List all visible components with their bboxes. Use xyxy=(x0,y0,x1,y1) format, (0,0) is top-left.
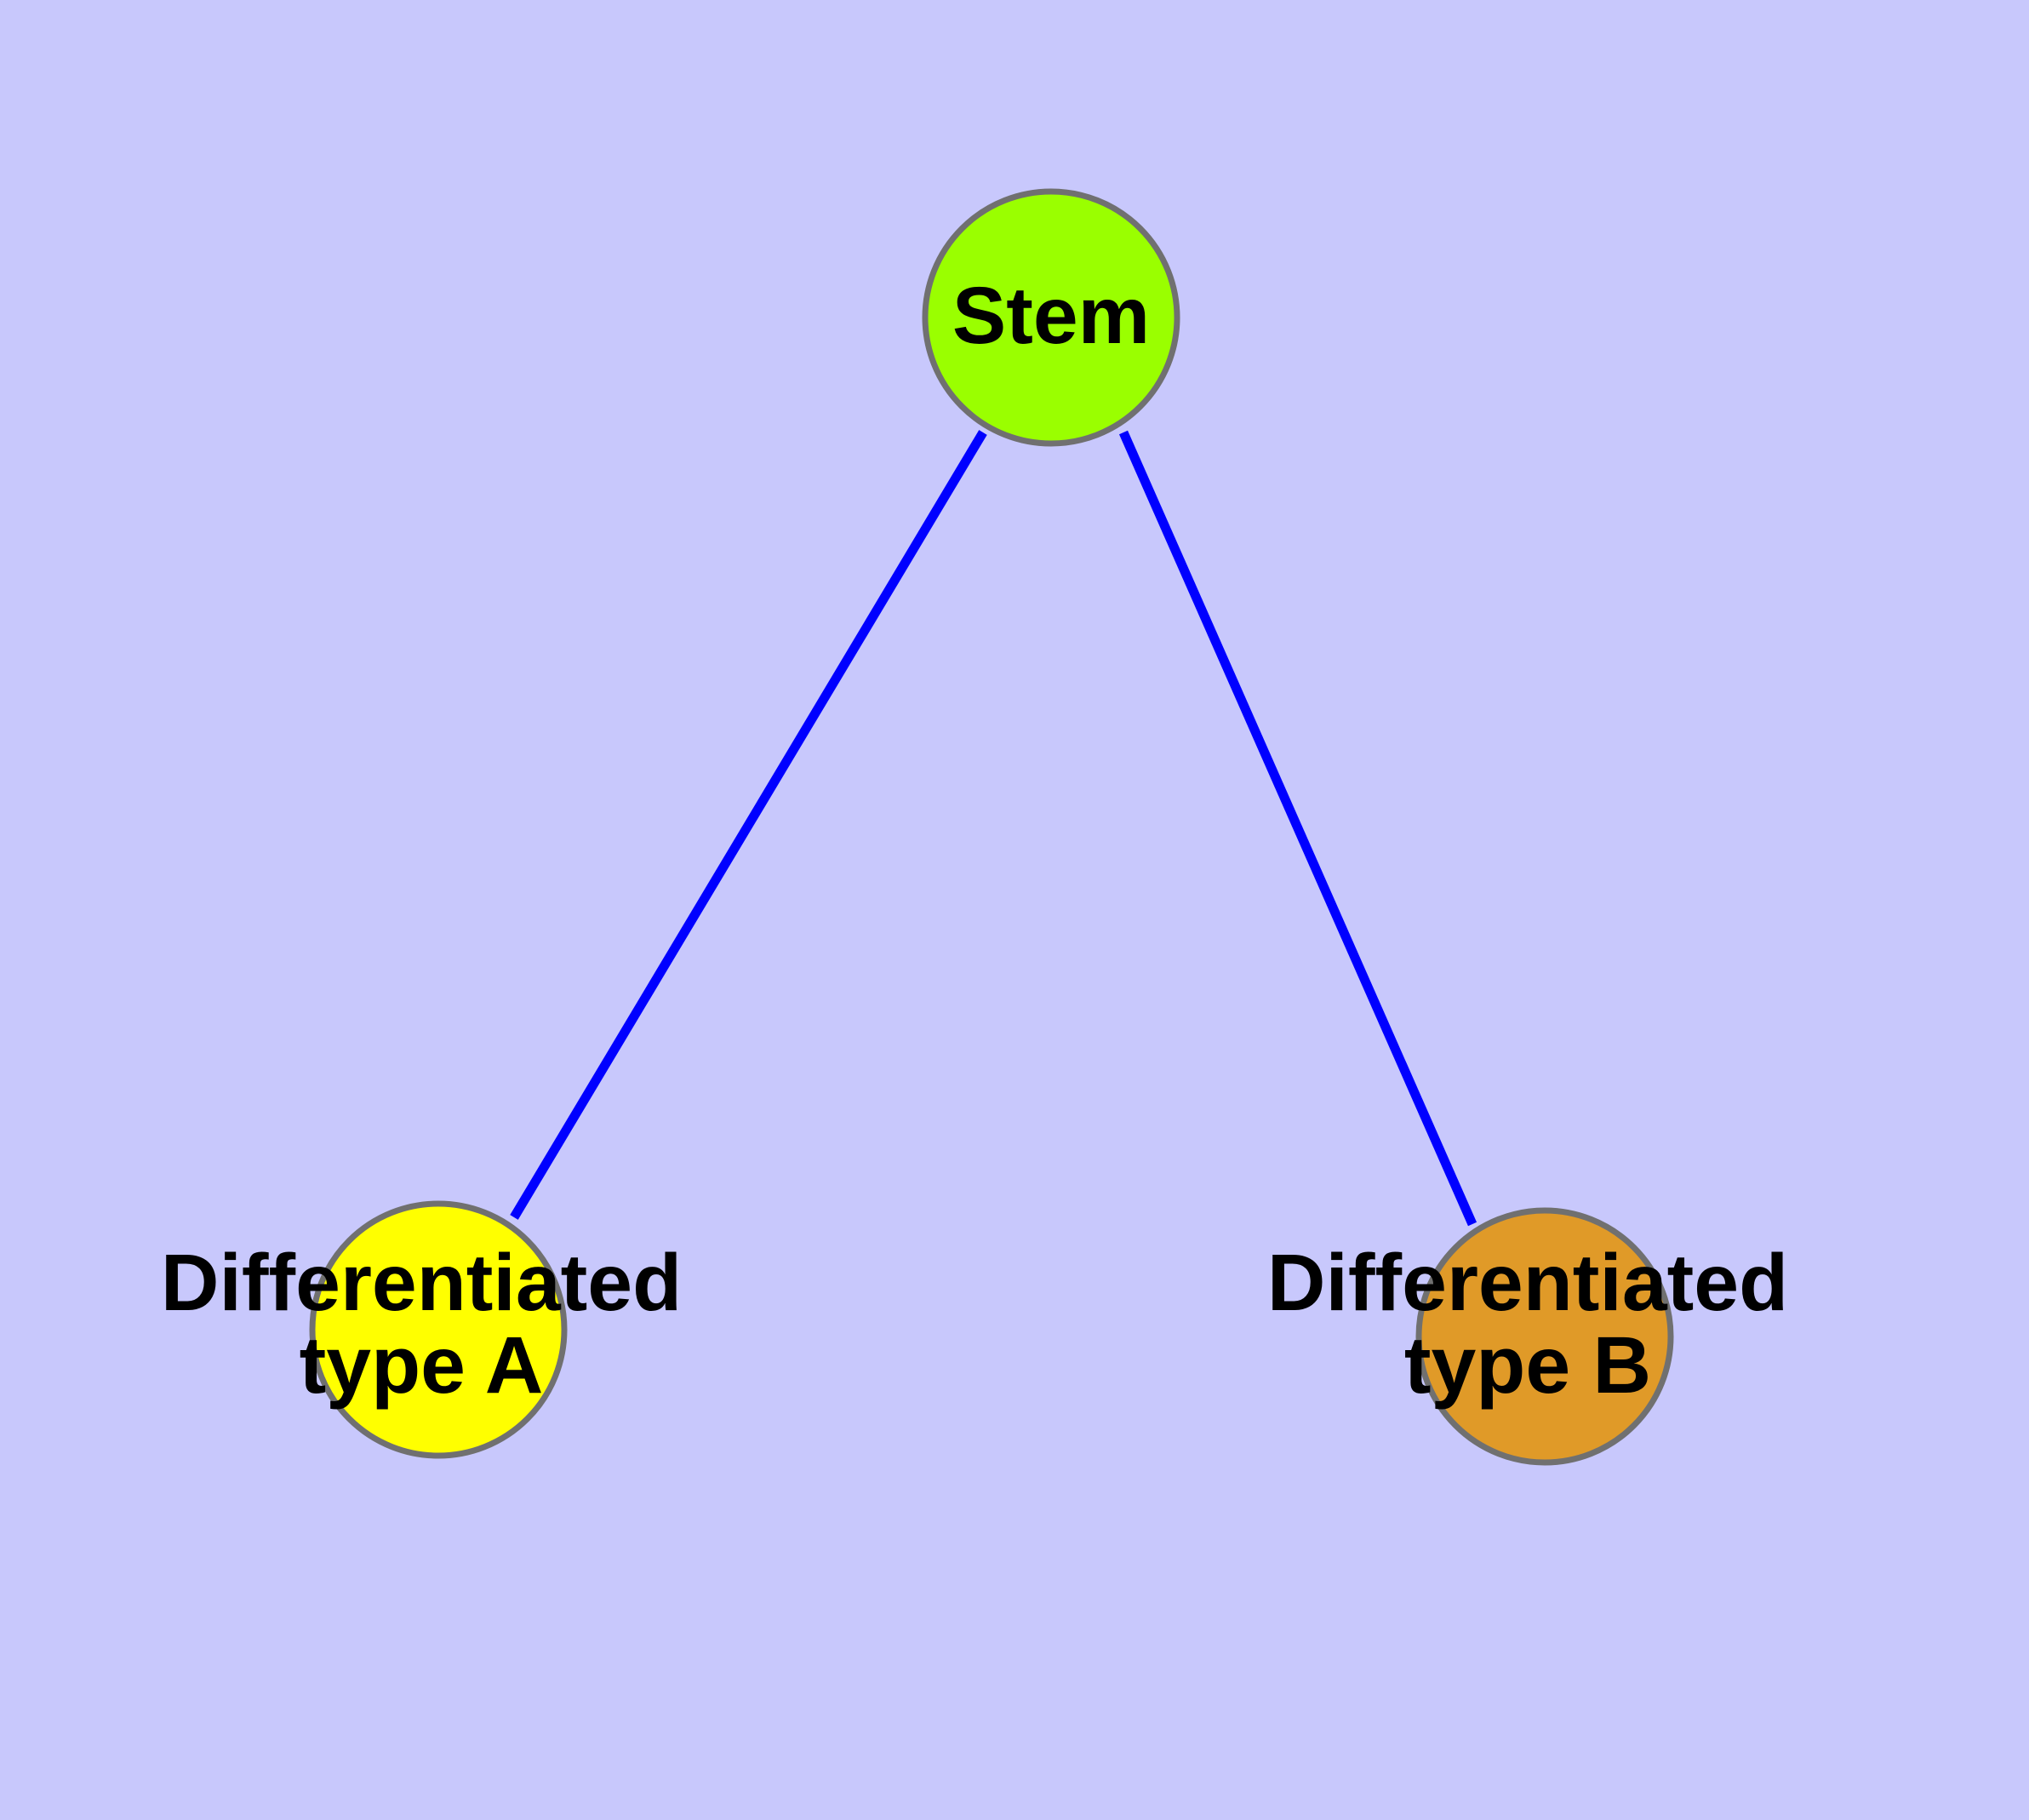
node-label-line: type B xyxy=(1404,1320,1651,1411)
edge-stem-to-diff-b[interactable] xyxy=(1118,430,1477,1227)
node-label-line: Differentiated xyxy=(161,1238,682,1328)
edges-group xyxy=(510,430,1477,1227)
edge-stem-to-diff-a[interactable] xyxy=(510,430,987,1220)
node-label-line: Stem xyxy=(952,271,1150,361)
node-circle-diff-b[interactable] xyxy=(1415,1207,1674,1466)
node-label-line: type A xyxy=(300,1320,544,1411)
node-label-stem: Stem xyxy=(952,271,1150,361)
node-circle-diff-a[interactable] xyxy=(309,1200,568,1459)
node-circle-stem[interactable] xyxy=(922,188,1180,447)
node-label-line: Differentiated xyxy=(1267,1238,1788,1328)
nodes-group xyxy=(309,188,1674,1466)
